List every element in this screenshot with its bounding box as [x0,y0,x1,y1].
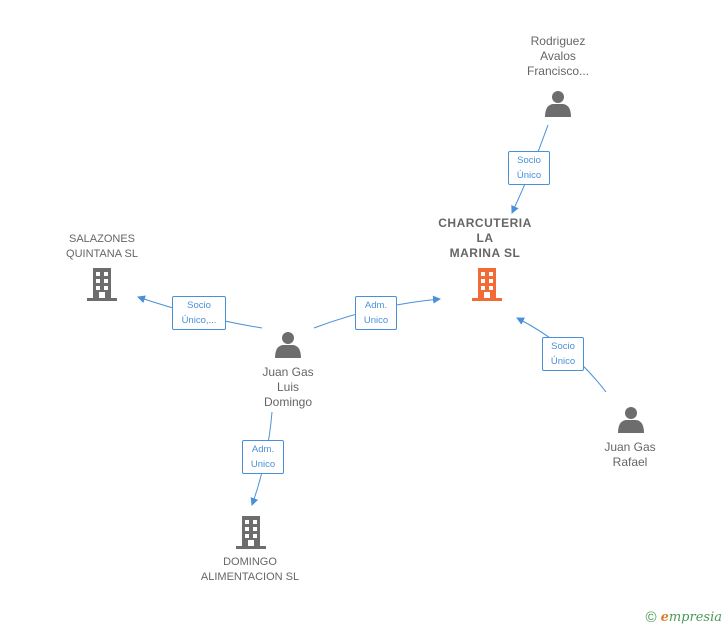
brand-first-letter: e [660,610,669,625]
node-label-charcuteria[interactable]: CHARCUTERIA LA MARINA SL [438,216,532,260]
relation-label-juan-rafael-charcuteria: Socio Único [542,337,584,371]
building-icon[interactable] [236,516,266,549]
person-icon[interactable] [275,332,301,358]
person-icon[interactable] [618,407,644,433]
node-label-rodriguez[interactable]: Rodriguez Avalos Francisco... [526,34,589,78]
node-label-juan-rafael[interactable]: Juan Gas Rafael [604,440,656,469]
relation-label-juan-luis-domingo: Adm. Unico [242,440,284,474]
brand-logo[interactable]: empresia [661,610,722,625]
brand-rest: mpresia [668,610,722,625]
person-icon[interactable] [545,91,571,117]
node-label-salazones[interactable]: SALAZONES QUINTANA SL [66,233,138,260]
copyright-symbol: © [645,609,657,626]
node-label-juan-luis[interactable]: Juan Gas Luis Domingo [262,365,314,409]
relation-label-rodriguez-charcuteria: Socio Único [508,151,550,185]
building-icon[interactable] [472,268,502,301]
brand-footer[interactable]: © empresia [646,609,722,626]
building-icon[interactable] [87,268,117,301]
node-label-domingo[interactable]: DOMINGO ALIMENTACION SL [200,556,300,583]
relation-label-juan-luis-salazones: Socio Único,... [172,296,226,330]
relation-label-juan-luis-charcuteria: Adm. Unico [355,296,397,330]
